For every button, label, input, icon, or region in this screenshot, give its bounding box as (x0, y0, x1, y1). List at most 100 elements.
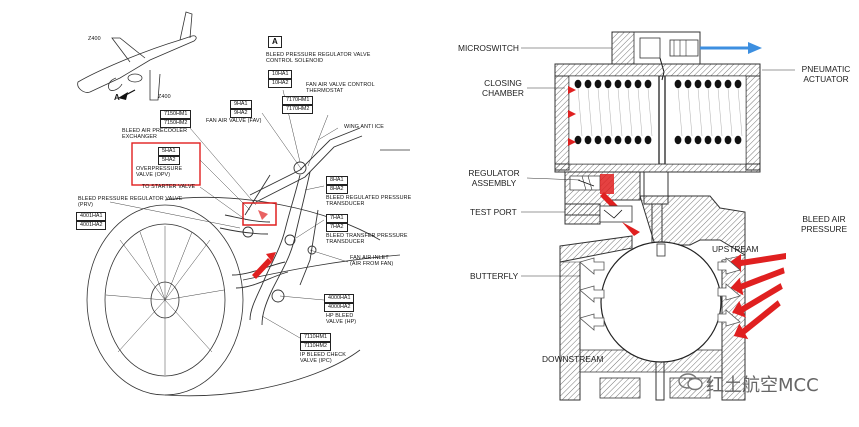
label-to-starter: TO STARTER VALVE (142, 184, 196, 190)
label-downstream: DOWNSTREAM (542, 354, 604, 364)
spring-wire (577, 87, 583, 137)
label-upstream: UPSTREAM (712, 244, 759, 254)
code-7170hm1: 7170HM1 (282, 96, 314, 105)
label-fan-air-inlet: FAN AIR INLET (AIR FROM FAN) (350, 255, 394, 267)
label-fav: FAN AIR VALVE (FAV) (206, 118, 262, 124)
spring-coil (584, 135, 592, 145)
spring-coil (674, 79, 682, 89)
code-7ha2: 7HA2 (326, 223, 348, 232)
spring-coil (614, 79, 622, 89)
spring-wire (707, 87, 713, 137)
spring-coil (684, 135, 692, 145)
spring-coil (694, 79, 702, 89)
wechat-logo-icon (678, 372, 704, 392)
spring-wire (737, 87, 743, 137)
test-port (564, 203, 640, 236)
spring-wire (587, 87, 593, 137)
code-4000ha2: 4000HA2 (324, 303, 355, 312)
label-precooler: BLEED AIR PRECOOLER EXCHANGER (122, 128, 188, 140)
engine-nacelle (86, 149, 410, 397)
view-arrow-icon (118, 89, 136, 100)
zone-label-2: Z400 (158, 94, 171, 100)
spring-coil (724, 79, 732, 89)
bleed-ducts (219, 127, 363, 326)
spring-coil (684, 79, 692, 89)
actuator-springs (574, 79, 743, 145)
spring-wire (607, 87, 613, 137)
view-arrow-label: A (114, 93, 120, 102)
label-test-port: TEST PORT (470, 207, 517, 217)
code-8ha2: 8HA2 (326, 185, 348, 194)
label-fav-thermostat: FAN AIR VALVE CONTROL THERMOSTAT (306, 82, 375, 94)
flow-arrow-blue (700, 42, 762, 54)
internal-flow-arrows (579, 257, 741, 331)
code-9ha2: 9HA2 (230, 109, 252, 118)
spring-coil (694, 135, 702, 145)
label-closing-chamber: CLOSING CHAMBER (482, 78, 524, 98)
spring-coil (714, 79, 722, 89)
spring-coil (604, 135, 612, 145)
spring-wire (597, 87, 603, 137)
spring-coil (674, 135, 682, 145)
spring-coil (594, 135, 602, 145)
spring-wire (717, 87, 723, 137)
code-5ha1: 5HA1 (158, 147, 180, 156)
spring-coil (624, 135, 632, 145)
code-7150hm1: 7150HM1 (160, 110, 192, 119)
spring-coil (734, 135, 742, 145)
code-4001ha2: 4001HA2 (76, 221, 107, 230)
spring-coil (594, 79, 602, 89)
butterfly-disc (600, 241, 722, 363)
actuator-housing (554, 63, 761, 173)
spring-coil (614, 135, 622, 145)
code-10ha1: 10HA1 (268, 70, 293, 79)
view-box-label: A (268, 36, 282, 48)
label-hp-valve: HP BLEED VALVE (HP) (326, 313, 357, 325)
upstream-flow-arrows (730, 253, 786, 340)
code-7170hm2: 7170HM2 (282, 105, 314, 114)
label-reg-press-transducer: BLEED REGULATED PRESSURE TRANSDUCER (326, 195, 412, 207)
spring-wire (647, 87, 653, 137)
code-4001ha1: 4001HA1 (76, 212, 107, 221)
code-7150hm2: 7150HM2 (160, 119, 192, 128)
code-4000ha1: 4000HA1 (324, 294, 355, 303)
spring-coil (574, 135, 582, 145)
code-9ha1: 9HA1 (230, 100, 252, 109)
opv-highlight (131, 142, 277, 279)
spring-coil (644, 135, 652, 145)
label-bleed-air-pressure: BLEED AIR PRESSURE (800, 214, 848, 234)
spring-coil (634, 135, 642, 145)
spring-coil (634, 79, 642, 89)
label-prv: BLEED PRESSURE REGULATOR VALVE (PRV) (78, 196, 183, 208)
label-microswitch: MICROSWITCH (458, 43, 519, 53)
spring-wire (637, 87, 643, 137)
spring-wire (697, 87, 703, 137)
spring-coil (704, 135, 712, 145)
closing-chamber-arrows (568, 86, 576, 146)
code-7110hm2: 7110HM2 (300, 342, 331, 351)
spring-wire (687, 87, 693, 137)
label-ipc: IP BLEED CHECK VALVE (IPC) (300, 352, 346, 364)
code-10ha2: 10HA2 (268, 79, 293, 88)
spring-coil (644, 79, 652, 89)
spring-coil (734, 79, 742, 89)
spring-wire (617, 87, 623, 137)
label-regulator-assembly: REGULATOR ASSEMBLY (468, 168, 520, 188)
spring-wire (627, 87, 633, 137)
code-7ha1: 7HA1 (326, 214, 348, 223)
spring-coil (724, 135, 732, 145)
spring-coil (704, 79, 712, 89)
label-pneumatic-actuator: PNEUMATIC ACTUATOR (801, 64, 851, 84)
aircraft-icon (77, 11, 197, 101)
spring-coil (624, 79, 632, 89)
fan-blades (105, 226, 225, 375)
watermark-text: 红土航空MCC (706, 375, 819, 396)
spring-coil (584, 79, 592, 89)
spring-coil (574, 79, 582, 89)
label-blrv-solenoid: BLEED PRESSURE REGULATOR VALVE CONTROL S… (266, 52, 371, 64)
code-8ha1: 8HA1 (326, 176, 348, 185)
label-wing-anti-ice: WING ANTI ICE (344, 124, 384, 130)
spring-wire (677, 87, 683, 137)
